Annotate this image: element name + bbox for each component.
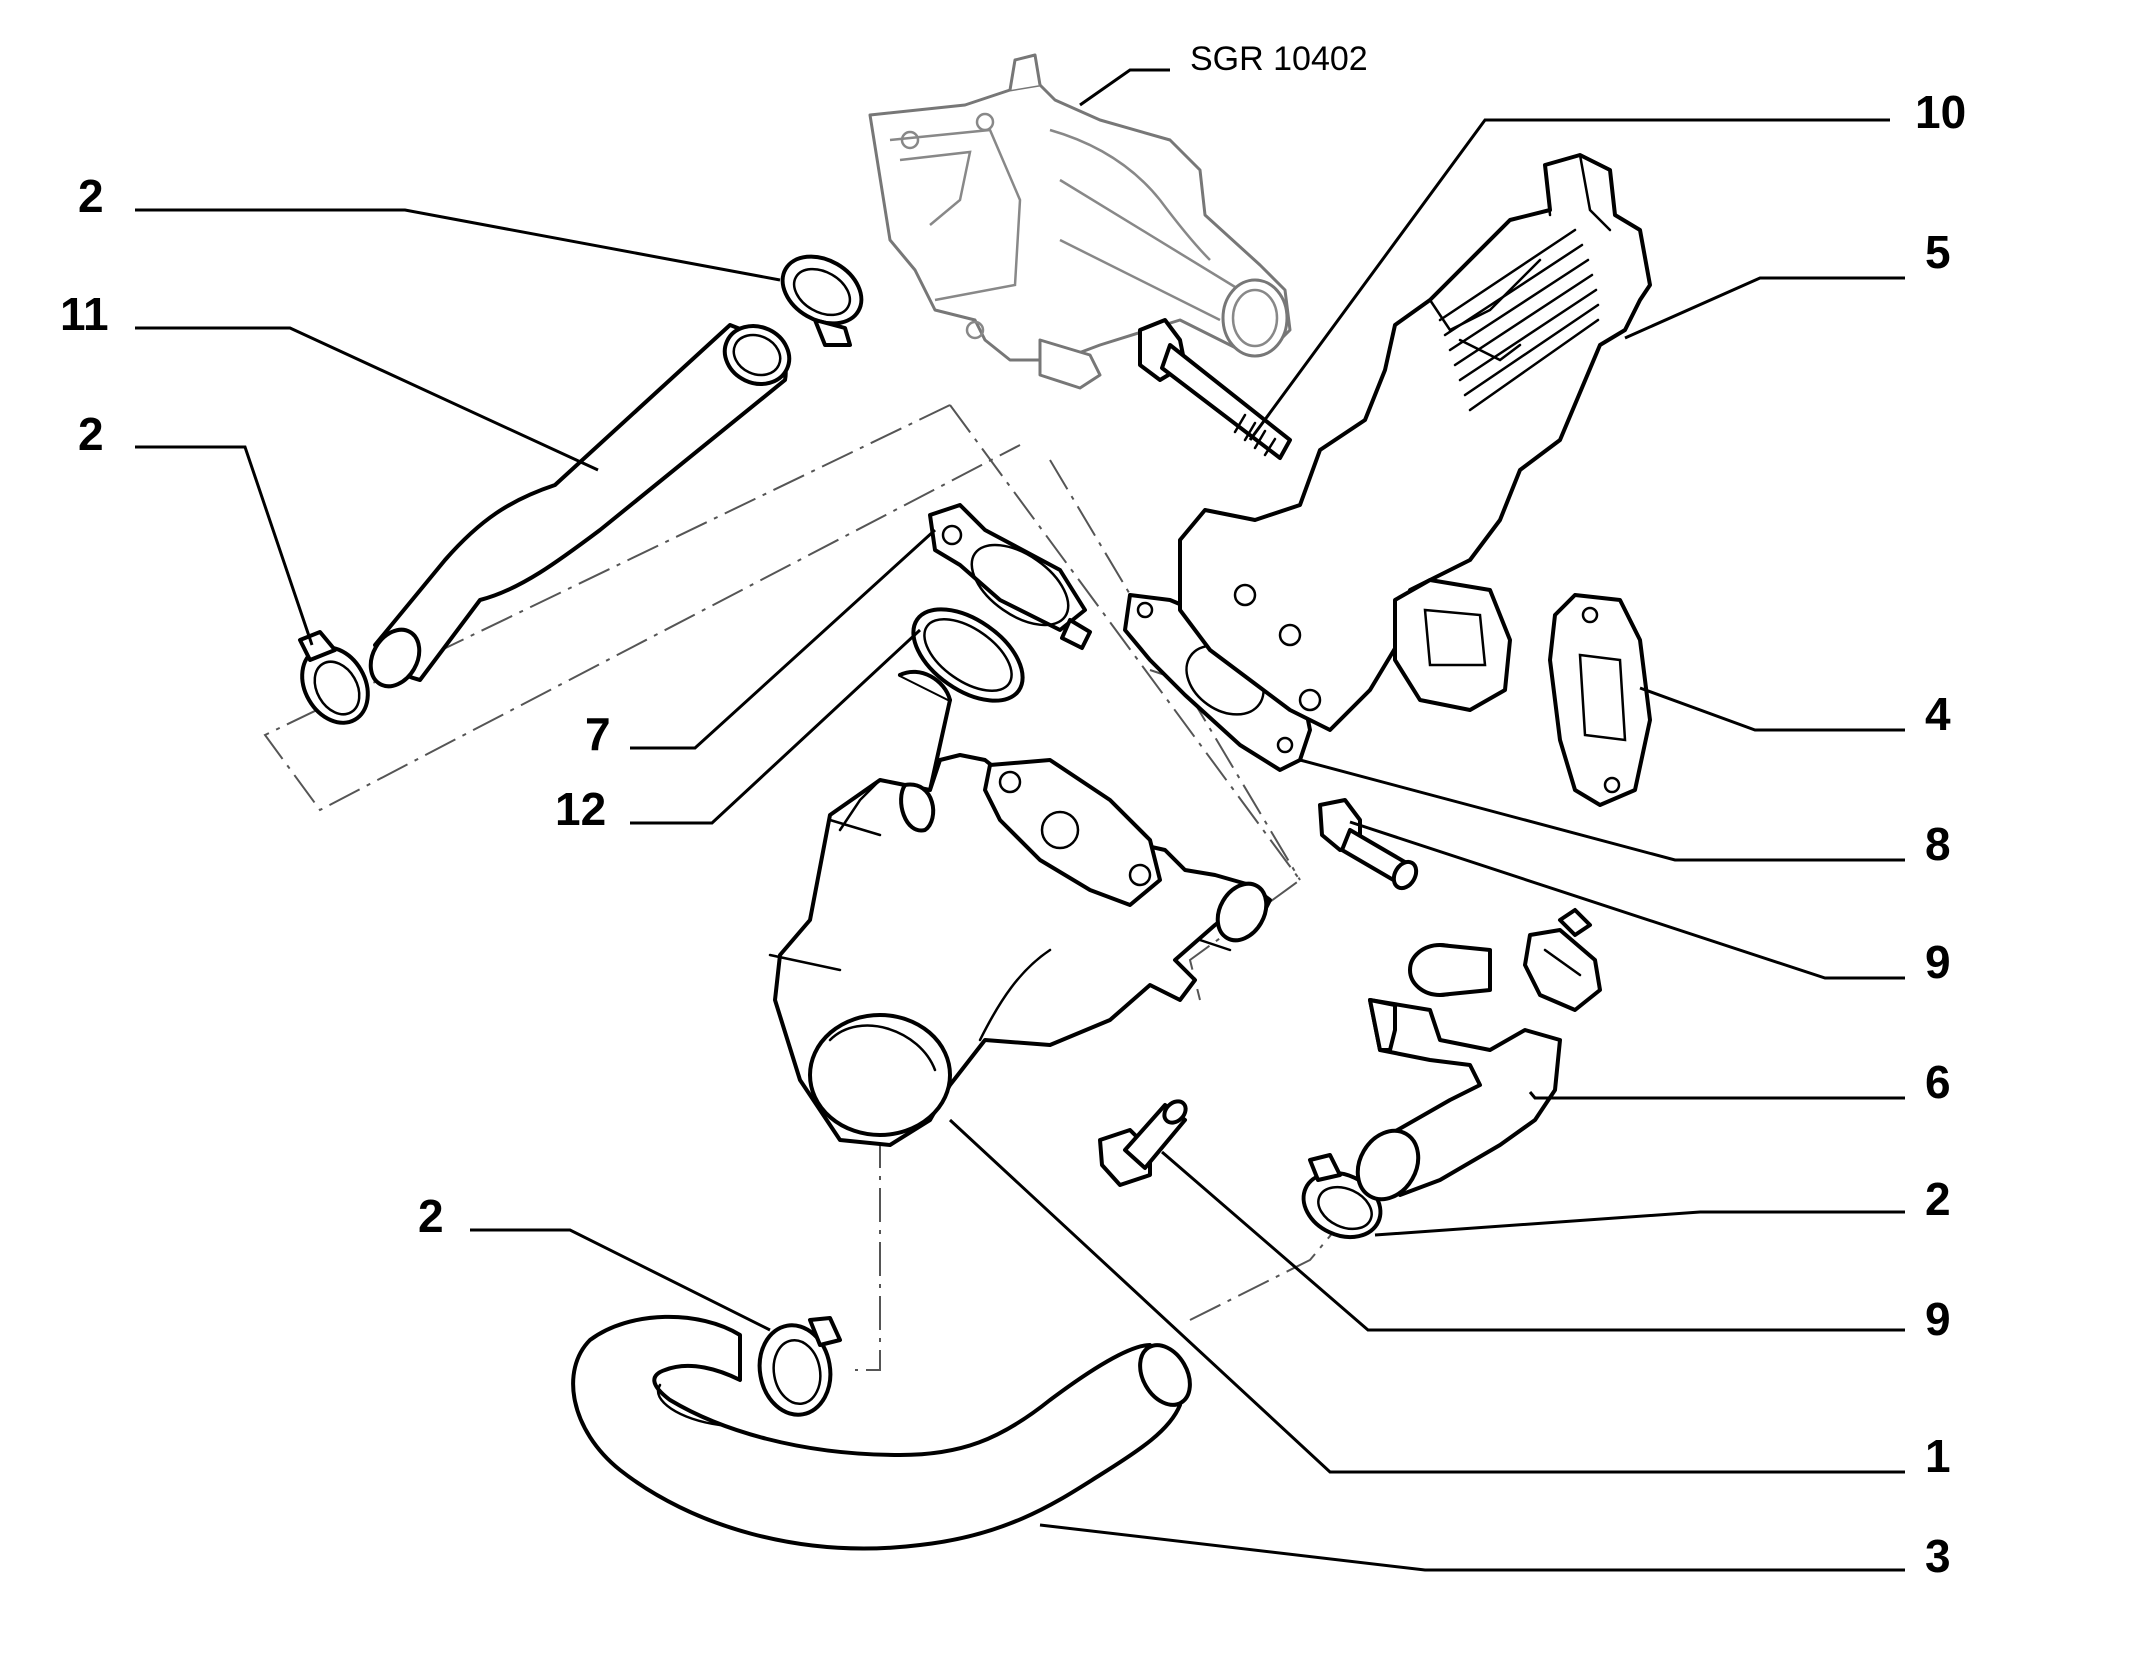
svg-text:9: 9 — [1925, 1293, 1951, 1345]
valve-ribs — [1438, 228, 1600, 412]
part-1-egr-pipe-assembly — [768, 669, 1272, 1147]
thermostat-housing-ghost — [868, 53, 1292, 390]
svg-text:2: 2 — [78, 170, 104, 222]
part-4-gasket — [1548, 593, 1652, 807]
svg-text:7: 7 — [585, 708, 611, 760]
svg-text:4: 4 — [1925, 688, 1951, 740]
callout-11: 11 — [60, 288, 599, 472]
svg-text:1: 1 — [1925, 1430, 1951, 1482]
part-2-clamp-upper — [780, 254, 864, 347]
part-3-lower-hose — [571, 1314, 1192, 1551]
part-6-outlet-pipe — [1355, 908, 1602, 1202]
callout-1: 1 — [948, 1118, 1951, 1482]
callout-12: 12 — [555, 628, 922, 835]
svg-text:12: 12 — [555, 783, 606, 835]
callout-2-right: 2 — [1374, 1173, 1951, 1237]
svg-text:10: 10 — [1915, 86, 1966, 138]
svg-text:SGR 10402: SGR 10402 — [1190, 40, 1368, 78]
callout-2-top: 2 — [78, 170, 781, 282]
svg-text:8: 8 — [1925, 818, 1951, 870]
part-2-clamp-lower-left — [757, 1316, 842, 1417]
svg-text:3: 3 — [1925, 1530, 1951, 1582]
callout-4: 4 — [1639, 686, 1951, 740]
svg-text:6: 6 — [1925, 1056, 1951, 1108]
svg-text:2: 2 — [418, 1190, 444, 1242]
callout-10: 10 — [1248, 86, 1966, 441]
svg-text:11: 11 — [60, 288, 109, 340]
callout-9-lower: 9 — [1161, 1150, 1951, 1345]
part-11-upper-hose — [368, 323, 792, 689]
part-9-screw-lower — [1098, 1099, 1188, 1187]
callout-7: 7 — [585, 528, 937, 760]
part-9-screw-upper — [1318, 798, 1419, 891]
part-2-clamp-left — [298, 630, 370, 725]
part-12-seal-ring — [911, 607, 1025, 703]
callout-3: 3 — [1039, 1523, 1951, 1582]
callout-8: 8 — [1299, 758, 1951, 870]
reference-code-label: SGR 10402 — [1079, 40, 1368, 107]
callout-6: 6 — [1528, 1056, 1951, 1108]
svg-text:2: 2 — [1925, 1173, 1951, 1225]
callout-2-bottom-left: 2 — [418, 1190, 771, 1332]
callout-2-left: 2 — [78, 408, 314, 646]
part-7-clip — [928, 503, 1092, 650]
svg-text:5: 5 — [1925, 226, 1951, 278]
callout-5: 5 — [1624, 226, 1951, 340]
part-5-egr-valve — [1178, 153, 1652, 732]
callout-9-upper: 9 — [1349, 820, 1951, 988]
svg-text:9: 9 — [1925, 936, 1951, 988]
svg-text:2: 2 — [78, 408, 104, 460]
